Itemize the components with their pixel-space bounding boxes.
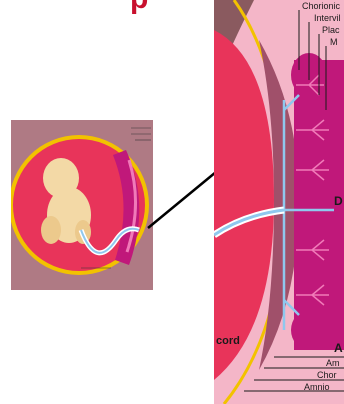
placenta-detail-image: Chorionic Intervil Plac M D cord A Am Ch… [214, 0, 344, 404]
label-amnion-partial: Am [326, 358, 340, 368]
label-chorionic: Chorionic [302, 1, 341, 11]
label-placenta: Plac [322, 25, 340, 35]
label-maternal: M [330, 37, 338, 47]
label-cord: cord [216, 335, 240, 347]
label-chorion: Chor [317, 370, 337, 380]
label-amnion: Amnio [304, 382, 330, 392]
label-d: D [334, 194, 343, 208]
label-intervillous: Intervil [314, 13, 341, 23]
label-a: A [334, 341, 343, 355]
